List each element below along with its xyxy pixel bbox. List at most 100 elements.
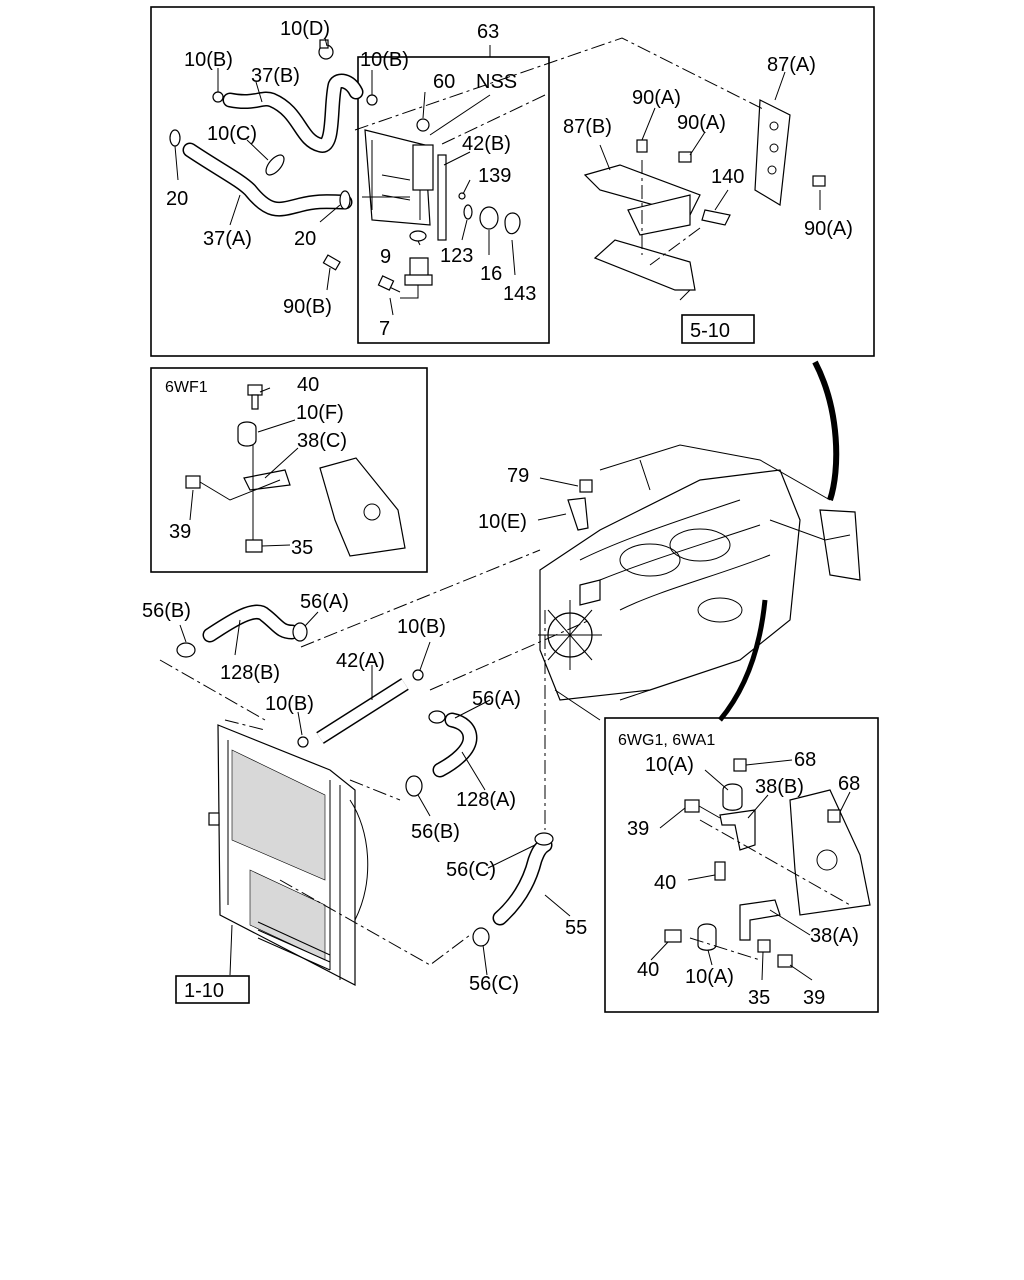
clamp-10c [265, 154, 285, 176]
ref-box-5-10 [681, 314, 755, 344]
ref-box-1-10 [175, 975, 250, 1004]
callout-10b-b: 10(B) [360, 49, 409, 71]
sensor-7 [404, 257, 433, 286]
clamp-20-left [169, 129, 181, 147]
callout-79: 79 [507, 465, 529, 487]
callout-7: 7 [379, 318, 390, 340]
top-panel-frame [150, 6, 875, 357]
callout-10b-d: 10(B) [265, 693, 314, 715]
engine-assembly [538, 444, 861, 721]
callout-143: 143 [503, 283, 536, 305]
clamp-20-right [339, 190, 351, 210]
radiator-1-10 [208, 724, 369, 986]
callout-10c: 10(C) [207, 123, 257, 145]
callout-9: 9 [380, 246, 391, 268]
callout-87b: 87(B) [563, 116, 612, 138]
clamp-56c-upper [534, 832, 554, 846]
callout-20-b: 20 [294, 228, 316, 250]
clamp-56b-left [176, 642, 196, 658]
inset2-callout-10a-b: 10(A) [685, 966, 734, 988]
inset-6wg1-title: 6WG1, 6WA1 [618, 732, 715, 749]
bolt-90b [322, 254, 341, 271]
callout-nss: NSS [476, 71, 517, 93]
clamp-10b-low [297, 736, 309, 748]
callout-10b-a: 10(B) [184, 49, 233, 71]
washer-123 [463, 204, 473, 220]
callout-10e: 10(E) [478, 511, 527, 533]
inset1-parts [185, 384, 406, 557]
inset-6wf1-title: 6WF1 [165, 379, 208, 396]
callout-42b: 42(B) [462, 133, 511, 155]
callout-90a-b: 90(A) [677, 112, 726, 134]
callout-16: 16 [480, 263, 502, 285]
callout-42a: 42(A) [336, 650, 385, 672]
bracket-subbox-63 [357, 56, 550, 344]
inset-6wf1-frame [150, 367, 428, 573]
inset1-callout-35: 35 [291, 537, 313, 559]
inset2-callout-40a: 40 [654, 872, 676, 894]
nut-79 [579, 479, 593, 493]
callout-56b-a: 56(B) [142, 600, 191, 622]
callout-128a: 128(A) [456, 789, 516, 811]
clamp-56a-lower [428, 710, 446, 724]
ring-139 [458, 192, 466, 200]
callout-10d: 10(D) [280, 18, 330, 40]
inset2-callout-40b: 40 [637, 959, 659, 981]
reference-arc-bottom [718, 599, 768, 722]
callout-139: 139 [478, 165, 511, 187]
inset2-callout-68a: 68 [794, 749, 816, 771]
bracket-plate [627, 194, 691, 236]
callout-37b: 37(B) [251, 65, 300, 87]
clamp-56a-upper [292, 622, 308, 642]
callout-90a-a: 90(A) [632, 87, 681, 109]
inset2-callout-10a: 10(A) [645, 754, 694, 776]
bolt-60 [416, 118, 430, 132]
frame-5-10 [593, 239, 696, 291]
ref-1-10[interactable]: 1-10 [184, 980, 224, 1002]
inset1-callout-10f: 10(F) [296, 402, 344, 424]
callout-60: 60 [433, 71, 455, 93]
callout-56a-b: 56(A) [472, 688, 521, 710]
inset1-callout-38c: 38(C) [297, 430, 347, 452]
clamp-56c-lower [472, 927, 490, 947]
valve-body [412, 144, 434, 191]
clamp-10b-top-right [366, 94, 378, 106]
inset1-callout-40: 40 [297, 374, 319, 396]
ref-5-10[interactable]: 5-10 [690, 320, 730, 342]
clamp-10d [318, 39, 334, 60]
cap-16 [479, 206, 499, 230]
inset1-callout-39: 39 [169, 521, 191, 543]
callout-56c-b: 56(C) [469, 973, 519, 995]
inset2-callout-38b: 38(B) [755, 776, 804, 798]
reference-arc-top [812, 360, 840, 501]
callout-128b: 128(B) [220, 662, 280, 684]
clamp-56b-right [405, 775, 423, 797]
callout-20-a: 20 [166, 188, 188, 210]
inset2-callout-35: 35 [748, 987, 770, 1009]
washer-9 [409, 230, 427, 242]
bracket-140 [701, 209, 731, 226]
callout-56a-a: 56(A) [300, 591, 349, 613]
bolt-90a-left [636, 139, 648, 153]
callout-10b-c: 10(B) [397, 616, 446, 638]
clamp-10b-mid [412, 669, 424, 681]
bracket-87a [754, 99, 791, 206]
bolt-90a-mid [678, 151, 692, 163]
clamp-10b-top-left [212, 91, 224, 103]
inset2-callout-39a: 39 [627, 818, 649, 840]
callout-37a: 37(A) [203, 228, 252, 250]
callout-55: 55 [565, 917, 587, 939]
callout-56b-b: 56(B) [411, 821, 460, 843]
inset2-callout-68b: 68 [838, 773, 860, 795]
inset-6wg1-frame [604, 717, 879, 1013]
callout-123: 123 [440, 245, 473, 267]
callout-63: 63 [477, 21, 499, 43]
inset2-callout-39b: 39 [803, 987, 825, 1009]
callout-87a: 87(A) [767, 54, 816, 76]
callout-56c-a: 56(C) [446, 859, 496, 881]
bracket-10e [567, 497, 589, 531]
callout-140: 140 [711, 166, 744, 188]
callout-90b: 90(B) [283, 296, 332, 318]
cap-143 [504, 212, 521, 235]
